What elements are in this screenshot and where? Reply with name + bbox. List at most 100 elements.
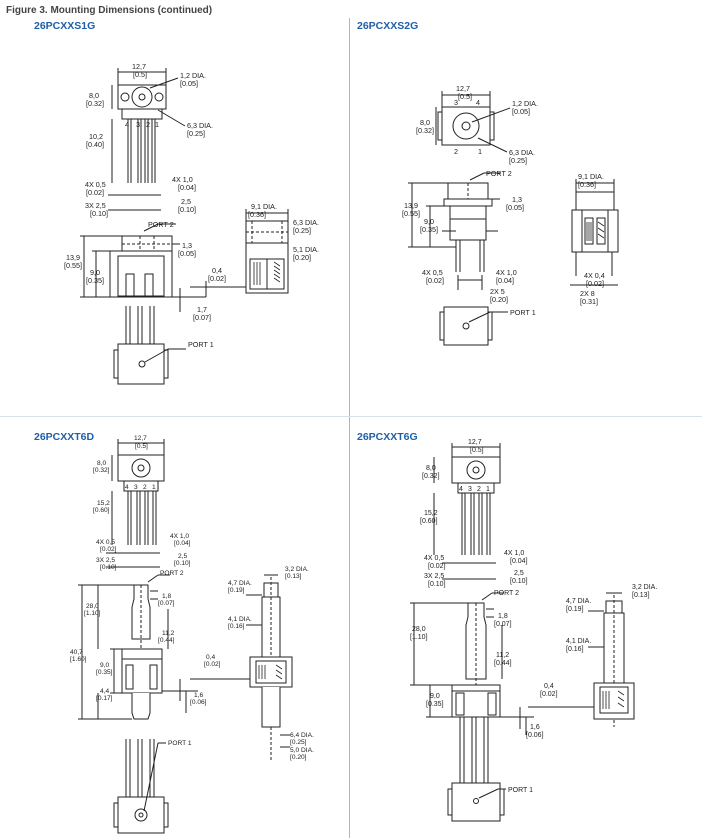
s1g-dim-dia12-in: [0.05]	[180, 79, 198, 88]
t6d-dim-d64: 6,4 DIA.	[290, 732, 314, 739]
t6d-dim-width: 12,7	[134, 435, 147, 442]
s2g-dim-dia12: 1,2 DIA.	[512, 99, 538, 108]
s1g-dim-h139-in: [0.55]	[64, 261, 82, 270]
t6d-dim-h04-in: [0.02]	[204, 661, 221, 668]
t6d-dim-pin10: 4X 1,0	[170, 533, 189, 540]
s1g-dim-pin05: 4X 0,5	[85, 180, 106, 189]
s1g-dim-d91: 9,1 DIA.	[251, 202, 277, 211]
t6d-dim-h407: 40,7	[70, 649, 83, 656]
drawing-t6d: 4 3 2 1 12,7 [0.5] 8,0 [0.32] 15,2 [0.60…	[70, 435, 314, 834]
s2g-dim-d91: 9,1 DIA.	[578, 172, 604, 181]
s1g-dim-pin05-in: [0.02]	[86, 188, 104, 197]
s2g-dim-h8: 8,0	[420, 118, 430, 127]
s2g-dim-pin04: 4X 0,4	[584, 271, 605, 280]
t6d-dim-d47-in: [0.19]	[228, 587, 245, 594]
t6d-dim-d41: 4,1 DIA.	[228, 616, 252, 623]
t6d-dim-pitch: 3X 2,5	[96, 557, 115, 564]
s1g-dim-h102-in: [0.40]	[86, 140, 104, 149]
panel-divider-vertical	[349, 18, 350, 838]
t6g-dim-h16: 1,6	[530, 724, 540, 731]
t6g-pin-2: 2	[477, 486, 481, 493]
s1g-dim-pin10: 4X 1,0	[172, 175, 193, 184]
t6g-dim-d41-in: [0.16]	[566, 646, 584, 653]
t6g-dim-width-in: [0.5]	[470, 447, 484, 454]
t6d-dim-h112-in: [0.44]	[158, 637, 175, 644]
t6g-dim-h90: 9,0	[430, 693, 440, 700]
panel-title-t6d: 26PCXXT6D	[34, 431, 95, 443]
s1g-dim-d63b-in: [0.25]	[293, 226, 311, 235]
t6d-dim-d47: 4,7 DIA.	[228, 580, 252, 587]
s2g-pin-1: 1	[478, 147, 482, 156]
s1g-dim-h8-in: [0.32]	[86, 99, 104, 108]
t6d-dim-h44-in: [0.17]	[96, 695, 113, 702]
s2g-dim-dia63-in: [0.25]	[509, 156, 527, 165]
s1g-dim-h139: 13,9	[66, 253, 80, 262]
t6d-port2-label: PORT 2	[160, 570, 184, 577]
t6d-dim-h152-in: [0.60]	[93, 507, 110, 514]
s1g-dim-d51: 5,1 DIA.	[293, 245, 319, 254]
s2g-dim-p8: 2X 8	[580, 289, 595, 298]
t6g-port2-label: PORT 2	[494, 590, 519, 597]
t6d-dim-pin05: 4X 0,5	[96, 539, 115, 546]
s2g-dim-h139: 13,9	[404, 201, 418, 210]
panel-title-s2g: 26PCXXS2G	[357, 20, 419, 32]
s1g-dim-h8: 8,0	[89, 91, 99, 100]
t6d-dim-d50-in: [0.20]	[290, 754, 307, 761]
s1g-pin-1: 1	[155, 120, 159, 129]
s1g-dim-h102: 10,2	[89, 132, 103, 141]
s2g-pin-3: 3	[454, 98, 458, 107]
t6d-dim-pin05-in: [0.02]	[100, 546, 117, 553]
t6g-dim-d47: 4,7 DIA.	[566, 598, 591, 605]
s1g-dim-pin10-in: [0.04]	[178, 183, 196, 192]
t6g-pin-1: 1	[486, 486, 490, 493]
s2g-dim-p25x: 2X 5	[490, 287, 505, 296]
t6d-pin-1: 1	[152, 484, 156, 491]
t6d-dim-h90-in: [0.35]	[96, 669, 113, 676]
s1g-dim-h17: 1,7	[197, 305, 207, 314]
t6g-dim-h280-in: [1.10]	[410, 634, 428, 641]
t6g-pin-4: 4	[459, 486, 463, 493]
s1g-dim-h17-in: [0.07]	[193, 313, 211, 322]
t6g-dim-h90-in: [0.35]	[426, 701, 444, 708]
t6d-dim-p25: 2,5	[178, 553, 187, 560]
t6d-pin-2: 2	[143, 484, 147, 491]
t6g-dim-pin10: 4X 1,0	[504, 550, 524, 557]
s1g-dim-h13: 1,3	[182, 241, 192, 250]
t6g-dim-p25-in: [0.10]	[510, 578, 528, 585]
s2g-dim-pin04-in: [0.02]	[586, 279, 604, 288]
t6g-dim-pitch-in: [0.10]	[428, 581, 446, 588]
panel-divider-horizontal	[0, 416, 702, 417]
t6g-dim-h280: 28,0	[412, 626, 426, 633]
drawing-t6g: 4 3 2 1 12,7 [0.5] 8,0 [0.32] 15,2 [0.60…	[410, 439, 657, 822]
t6g-dim-h04-in: [0.02]	[540, 691, 558, 698]
t6d-dim-d41-in: [0.16]	[228, 623, 245, 630]
s1g-dim-d63b: 6,3 DIA.	[293, 218, 319, 227]
s2g-dim-p25x-in: [0.20]	[490, 295, 508, 304]
t6d-dim-pin10-in: [0.04]	[174, 540, 191, 547]
t6d-dim-h280-in: [1.10]	[84, 610, 101, 617]
t6g-dim-d32: 3,2 DIA.	[632, 584, 657, 591]
t6d-dim-d64-in: [0.25]	[290, 739, 307, 746]
t6g-dim-h18-in: [0.07]	[494, 621, 512, 628]
s2g-dim-h13-in: [0.05]	[506, 203, 524, 212]
t6d-dim-pitch-in: [0.10]	[100, 564, 117, 571]
s2g-dim-p8-in: [0.31]	[580, 297, 598, 306]
s1g-dim-dia12: 1,2 DIA.	[180, 71, 206, 80]
s2g-dim-h90-in: [0.35]	[420, 225, 438, 234]
panel-title-s1g: 26PCXXS1G	[34, 20, 96, 32]
t6g-dim-h112-in: [0.44]	[494, 660, 512, 667]
s1g-dim-pitch: 3X 2,5	[85, 201, 106, 210]
t6d-dim-h18: 1,8	[162, 593, 171, 600]
s1g-dim-h90-in: [0.35]	[86, 276, 104, 285]
s2g-port2-label: PORT 2	[486, 169, 512, 178]
t6d-dim-p25-in: [0.10]	[174, 560, 191, 567]
s2g-dim-width-in: [0.5]	[458, 92, 472, 101]
s1g-dim-p25-in: [0.10]	[178, 205, 196, 214]
s1g-pin-2: 2	[146, 120, 150, 129]
s2g-dim-width: 12,7	[456, 84, 470, 93]
drawing-s1g: 4 3 2 1 12,7 [0.5] 1,2 DIA. [0.05] 8,0 […	[64, 62, 319, 385]
s1g-dim-h04: 0,4	[212, 266, 222, 275]
t6g-dim-h152-in: [0.60]	[420, 518, 438, 525]
s2g-dim-h90: 9,0	[424, 217, 434, 226]
s2g-dim-dia12-in: [0.05]	[512, 107, 530, 116]
